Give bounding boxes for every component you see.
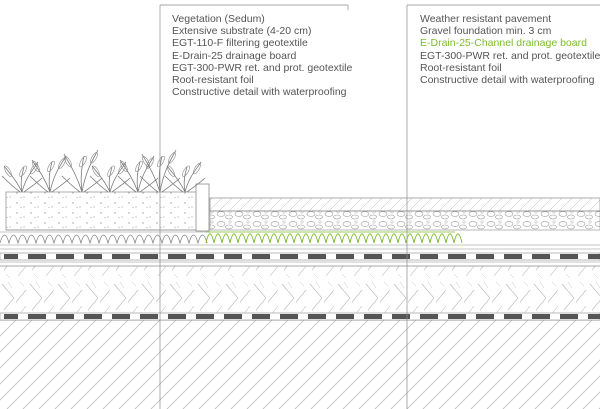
leader-lines <box>159 4 600 409</box>
sedum-plant <box>29 155 71 193</box>
sedum-vegetation <box>1 149 206 193</box>
sedum-plant <box>117 155 159 193</box>
label-protection-geotextile: EGT-300-PWR ret. and prot. geotextile <box>172 61 353 74</box>
label-gravel: Gravel foundation min. 3 cm <box>420 25 552 38</box>
label-vegetation: Vegetation (Sedum) <box>172 13 265 25</box>
label-protection-geotextile-right: EGT-300-PWR ret. and prot. geotextile <box>420 49 600 62</box>
left-layer-labels: Vegetation (Sedum) Extensive substrate (… <box>172 13 352 98</box>
label-root-foil-right: Root-resistant foil <box>420 61 502 74</box>
label-substrate: Extensive substrate (4-20 cm) <box>172 25 312 38</box>
label-waterproofing: Constructive detail with waterproofing <box>172 86 347 99</box>
sedum-plant <box>61 149 103 193</box>
weather-resistant-pavement <box>209 197 600 212</box>
label-pavement: Weather resistant pavement <box>420 13 552 25</box>
label-root-foil: Root-resistant foil <box>172 74 254 87</box>
extensive-substrate <box>5 191 208 231</box>
sedum-plant <box>164 161 206 193</box>
insulation-layer <box>0 266 600 313</box>
waterproofing-band-lower <box>4 314 600 319</box>
label-channel-drainage: E-Drain-25-Channel drainage board <box>420 37 587 50</box>
channel-drainage-board <box>205 231 463 244</box>
edge-kerb <box>195 183 210 232</box>
structural-slab <box>0 320 600 409</box>
gravel-foundation <box>209 210 600 231</box>
root-resistant-foil <box>4 254 600 259</box>
label-waterproofing-right: Constructive detail with waterproofing <box>420 74 595 87</box>
label-filter-geotextile: EGT-110-F filtering geotextile <box>172 37 308 50</box>
sedum-plant <box>139 149 181 193</box>
drainage-board-left <box>0 231 210 245</box>
label-drainage-board: E-Drain-25 drainage board <box>172 49 297 62</box>
right-layer-labels: Weather resistant pavement Gravel founda… <box>420 13 600 86</box>
